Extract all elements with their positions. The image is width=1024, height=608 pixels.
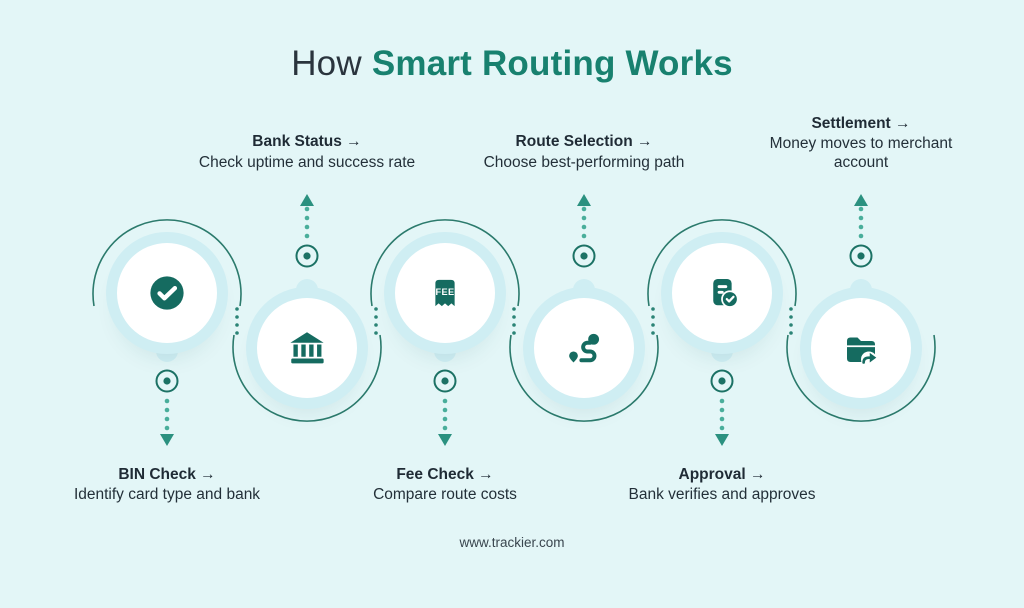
step-circle-fee-check: FEE [395,243,495,343]
step-label-approval: Approval → Bank verifies and approves [582,466,862,505]
step-arcs [92,219,936,422]
step-circle-approval [672,243,772,343]
document-check-icon [713,279,739,308]
connector-dots-down [164,398,725,431]
folder-transfer-icon [847,337,877,368]
step-description: Check uptime and success rate [198,153,416,171]
step-title: Route Selection → [515,133,653,151]
step-title: Settlement → [811,115,911,133]
bullseye-marker-icon [710,369,734,393]
fee-tag-icon: FEE [435,279,455,307]
arrowhead-down-icon [438,434,452,446]
arc-dotted-bridges [235,307,793,335]
arrowhead-down-icon [160,434,174,446]
step-circle-bank-status [257,298,357,398]
arrowhead-down-icon [715,434,729,446]
bullseye-marker-icon [433,369,457,393]
title-highlight: Smart Routing Works [371,44,733,83]
connector-markers [155,244,873,393]
bullseye-marker-icon [849,244,873,268]
route-icon [569,333,600,363]
step-circle-bin-check [117,243,217,343]
check-circle-icon [150,276,184,310]
svg-text:FEE: FEE [436,287,455,297]
website-url: www.trackier.com [459,535,565,550]
step-description: Bank verifies and approves [628,486,816,504]
arrowheads-up [300,194,868,206]
step-title: Fee Check → [396,466,494,483]
step-label-bin-check: BIN Check → Identify card type and bank [27,466,307,505]
arrowhead-up-icon [577,194,591,206]
step-circle-route-selection [534,298,634,398]
bullseye-marker-icon [295,244,319,268]
step-description: Money moves to merchant account [769,135,953,171]
step-description: Choose best-performing path [483,153,685,171]
bullseye-marker-icon [155,369,179,393]
step-circle-settlement [811,298,911,398]
step-title: BIN Check → [118,466,216,483]
arrowheads-down [160,434,729,446]
step-title: Approval → [678,466,766,483]
step-label-settlement: Settlement → Money moves to merchant acc… [751,115,971,172]
connector-dots-up [304,206,864,239]
step-description: Identify card type and bank [73,486,261,504]
step-label-route-selection: Route Selection → Choose best-performing… [434,133,734,172]
step-description: Compare route costs [373,486,517,504]
step-label-bank-status: Bank Status → Check uptime and success r… [167,133,447,172]
arrowhead-up-icon [854,194,868,206]
step-label-fee-check: Fee Check → Compare route costs [305,466,585,505]
step-title: Bank Status → [252,133,362,151]
halo-tails [156,279,872,362]
title-prefix: How [291,44,362,83]
arrowhead-up-icon [300,194,314,206]
bank-icon [290,332,324,364]
bullseye-marker-icon [572,244,596,268]
